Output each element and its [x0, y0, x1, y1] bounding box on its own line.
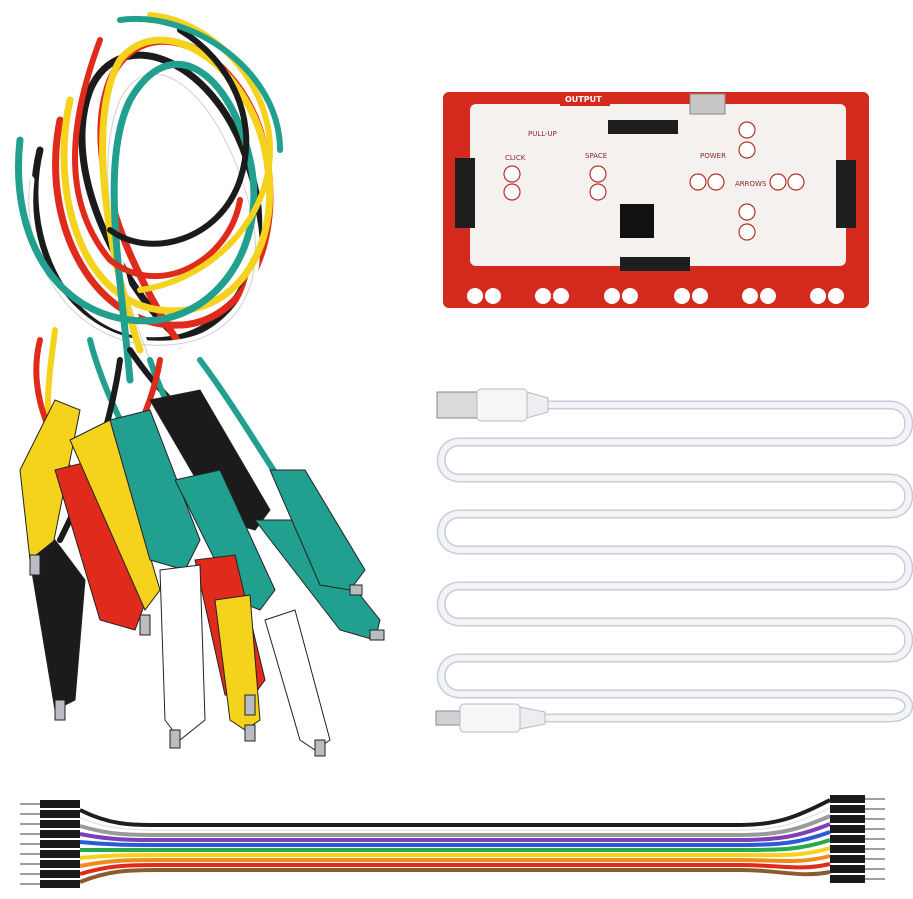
ribbon-left-pins [20, 803, 40, 885]
clips [19, 389, 385, 757]
controller-board: OUTPUT CLICK SPACE POWER ARROWS PULL-UP [443, 92, 869, 308]
arrows-label: ARROWS [735, 180, 767, 188]
power-label: POWER [700, 152, 726, 160]
microcontroller-chip [620, 204, 654, 238]
clip-jaws [29, 554, 385, 757]
usb-cable [435, 388, 913, 733]
output-label: OUTPUT [565, 95, 602, 104]
board-pads [503, 121, 805, 241]
alligator-clip-leads [15, 12, 385, 757]
space-label: SPACE [585, 152, 607, 160]
ribbon-left-connectors [40, 800, 80, 888]
pull-up-label: PULL-UP [528, 130, 557, 138]
usb-port [689, 93, 726, 115]
usb-a-plug [436, 388, 549, 422]
usb-cable-wire [436, 400, 913, 723]
ribbon-right-connectors [830, 795, 865, 883]
micro-usb-plug [435, 703, 546, 733]
bottom-pads [467, 288, 844, 304]
header-pins [455, 120, 856, 271]
ribbon-right-pins [865, 798, 885, 880]
click-label: CLICK [505, 154, 526, 162]
jumper-ribbon-cable [20, 795, 885, 888]
